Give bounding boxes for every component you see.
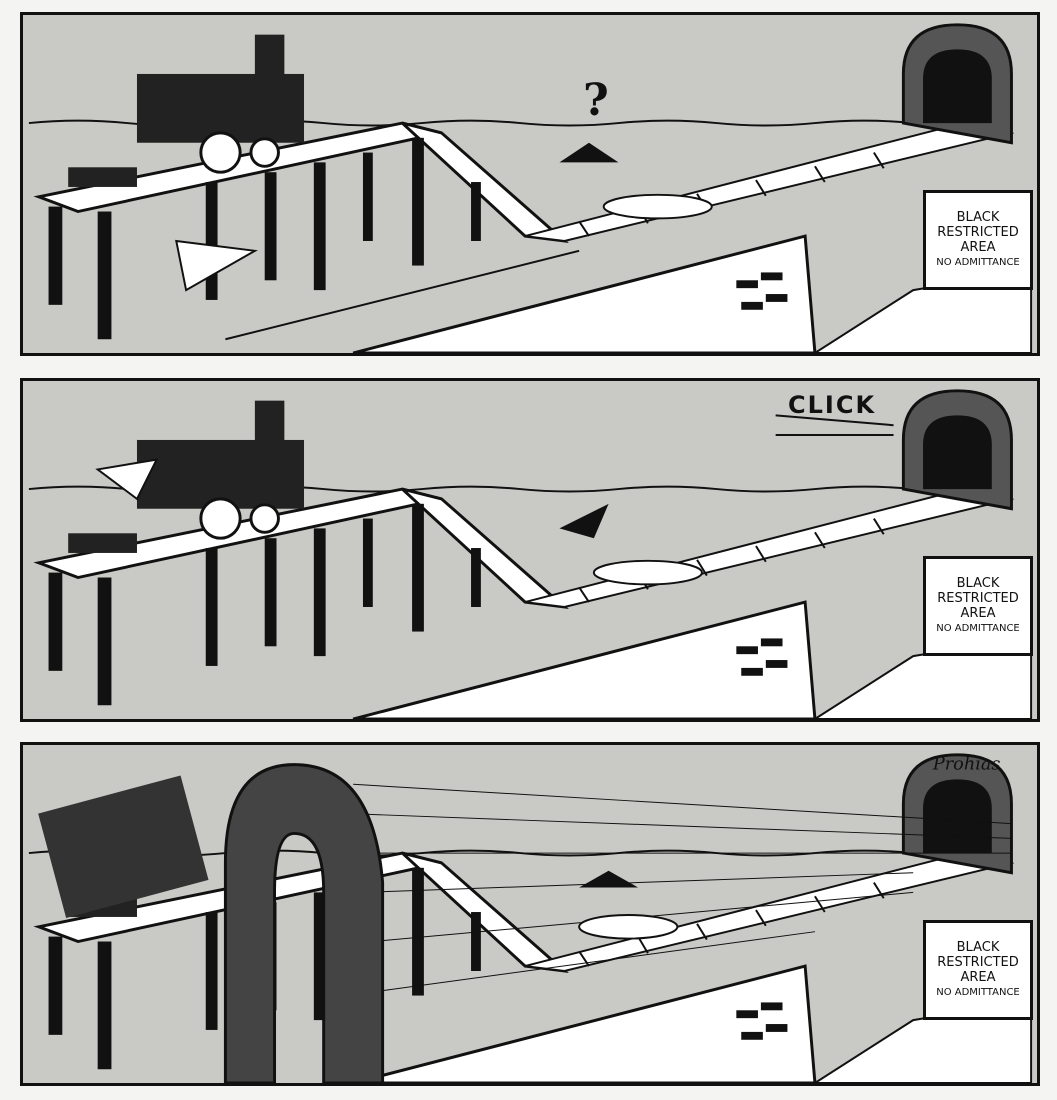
sign-line: NO ADMITTANCE [936, 257, 1020, 268]
panel-2-scene [27, 389, 1033, 719]
comic-panel-3: Prohias BLACK RESTRICTED AREA NO ADMITTA… [20, 742, 1040, 1086]
artist-signature: Prohias [932, 755, 1001, 775]
sign-line: NO ADMITTANCE [936, 623, 1020, 634]
black-spy-tied-icon [559, 142, 713, 220]
white-spy-icon [175, 239, 258, 292]
white-spy-icon [95, 458, 159, 501]
sign-line: BLACK [956, 940, 1000, 955]
locomotive-icon [136, 400, 305, 540]
black-spy-tied-icon [559, 503, 703, 586]
sign-line: RESTRICTED [937, 591, 1019, 606]
comic-panel-2: CLICK BLACK RESTRICTED AREA NO ADMITTANC… [20, 378, 1040, 722]
fuse-line [225, 249, 580, 341]
sign-line: AREA [960, 240, 996, 255]
comic-panel-1: ? BLACK RESTRICTED AREA NO ADMITTANCE [20, 12, 1040, 356]
black-spy-escaping-icon [578, 870, 679, 940]
panel-3-scene: Prohias [27, 753, 1033, 1083]
panel-1-scene [27, 23, 1033, 353]
sign-line: AREA [960, 606, 996, 621]
sign-line: AREA [960, 970, 996, 985]
question-mark: ? [583, 75, 609, 126]
restricted-area-sign: BLACK RESTRICTED AREA NO ADMITTANCE [923, 556, 1033, 656]
restricted-area-sign: BLACK RESTRICTED AREA NO ADMITTANCE [923, 190, 1033, 290]
tunnel-arch-icon [223, 763, 385, 1083]
locomotive-icon [136, 34, 305, 174]
sign-line: NO ADMITTANCE [936, 987, 1020, 998]
sign-line: BLACK [956, 210, 1000, 225]
sign-line: RESTRICTED [937, 225, 1019, 240]
restricted-area-sign: BLACK RESTRICTED AREA NO ADMITTANCE [923, 920, 1033, 1020]
click-sound-effect: CLICK [788, 391, 877, 419]
sign-line: BLACK [956, 576, 1000, 591]
crashed-locomotive-icon [38, 775, 209, 919]
sign-line: RESTRICTED [937, 955, 1019, 970]
